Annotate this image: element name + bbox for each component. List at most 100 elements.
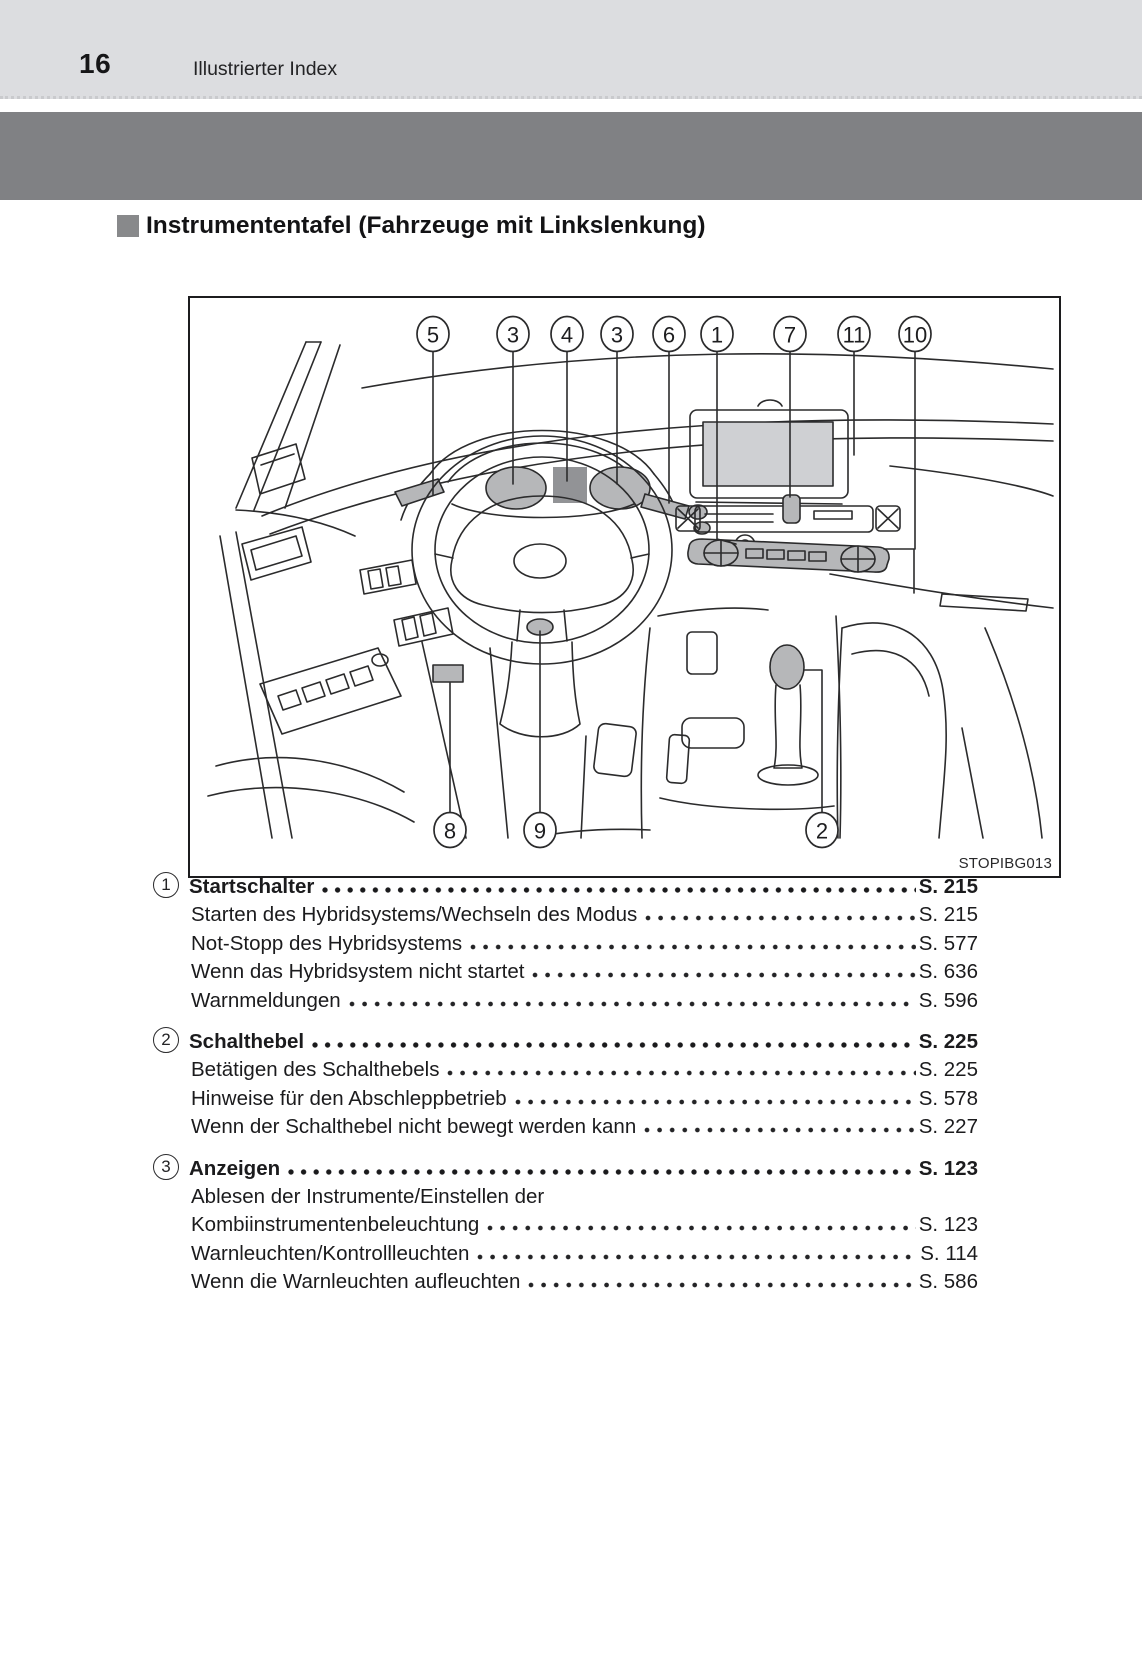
dot-leader <box>528 1282 916 1289</box>
index-row-label: Kombiinstrumentenbeleuchtung <box>191 1213 480 1237</box>
index-row-page: S. 123 <box>918 1156 978 1180</box>
steering-column <box>421 641 587 839</box>
callouts-layer: 5 3 4 3 6 1 7 11 10 8 9 2 <box>416 315 932 849</box>
steering-wheel <box>411 435 673 665</box>
index-row-page: S. 215 <box>918 875 978 898</box>
index-row-page: S. 577 <box>918 931 978 955</box>
index-row-main: 1 Startschalter S. 215 <box>148 872 978 901</box>
svg-text:4: 4 <box>561 323 573 348</box>
page-header: 16 Illustrierter Index <box>0 0 1142 99</box>
index-row-sub: Ablesen der Instrumente/Einstellen der <box>148 1183 978 1211</box>
svg-text:9: 9 <box>534 819 546 844</box>
index-row-title: Startschalter <box>189 875 315 898</box>
dot-leader <box>288 1168 916 1175</box>
index-row-page: S. 636 <box>918 960 978 984</box>
dashboard-line-art: 5 3 4 3 6 1 7 11 10 8 9 2 <box>207 315 1054 849</box>
chapter-banner <box>0 112 1142 200</box>
callout-2: 2 <box>803 669 839 849</box>
control-stalks <box>394 478 711 535</box>
shift-knob <box>769 644 805 690</box>
svg-text:7: 7 <box>784 323 796 348</box>
dot-leader <box>645 915 916 922</box>
svg-text:1: 1 <box>711 323 723 348</box>
index-row-label: Wenn das Hybridsystem nicht startet <box>191 960 525 984</box>
window-switches <box>259 647 402 735</box>
index-row-label: Ablesen der Instrumente/Einstellen der <box>191 1185 545 1209</box>
passenger-seat <box>836 622 1043 839</box>
index-row-label: Betätigen des Schalthebels <box>191 1058 440 1082</box>
index-row-number: 1 <box>153 872 179 899</box>
dot-leader <box>487 1225 916 1232</box>
air-vents <box>675 494 901 533</box>
climate-control-panel <box>687 538 915 594</box>
index-row-label: Warnmeldungen <box>191 988 341 1012</box>
index-row-page: S. 596 <box>918 988 978 1012</box>
index-row-title: Anzeigen <box>189 1156 281 1180</box>
dot-leader <box>514 1098 916 1105</box>
callout-5: 5 <box>416 315 450 496</box>
svg-text:11: 11 <box>843 323 866 348</box>
glovebox <box>939 593 1029 612</box>
svg-text:10: 10 <box>903 323 927 348</box>
dot-leader <box>322 887 916 893</box>
callout-3: 3 <box>600 315 634 485</box>
index-row-label: Hinweise für den Abschleppbetrieb <box>191 1086 507 1110</box>
callout-11: 11 <box>837 315 871 456</box>
bonnet-release-switch <box>432 664 464 683</box>
callout-10-bracket <box>883 548 915 594</box>
page-number: 16 <box>79 48 112 79</box>
callout-1: 1 <box>700 315 737 545</box>
callout-leader-line <box>803 669 823 814</box>
index-row-page: S. 586 <box>918 1270 978 1294</box>
index-row-page: S. 225 <box>918 1058 978 1082</box>
svg-text:3: 3 <box>611 323 623 348</box>
dot-leader <box>447 1070 916 1077</box>
index-row-label: Not-Stopp des Hybridsystems <box>191 931 463 955</box>
dot-leader <box>348 1000 916 1007</box>
instrument-panel-diagram: 5 3 4 3 6 1 7 11 10 8 9 2 STOPIBG013 <box>188 296 1061 878</box>
callout-7: 7 <box>773 315 807 498</box>
index-row-page: S. 227 <box>918 1115 978 1139</box>
door-panel <box>207 341 415 839</box>
index-row-sub: Warnmeldungen S. 596 <box>148 987 978 1015</box>
index-row-title: Schalthebel <box>189 1030 305 1054</box>
svg-text:2: 2 <box>816 819 828 844</box>
dot-leader <box>470 943 916 950</box>
index-row-sub: Hinweise für den Abschleppbetrieb S. 578 <box>148 1085 978 1113</box>
index-row-page: S. 225 <box>918 1030 978 1054</box>
callout-4: 4 <box>550 315 584 482</box>
index-row-number: 3 <box>153 1153 179 1180</box>
callout-3: 3 <box>496 315 530 485</box>
dot-leader <box>532 972 916 979</box>
index-row-page: S. 578 <box>918 1086 978 1110</box>
touchscreen-display <box>689 399 849 505</box>
hazard-switch <box>782 494 801 524</box>
index-row-main: 3 Anzeigen S. 123 <box>148 1153 978 1183</box>
index-row-sub: Wenn die Warnleuchten aufleuchten S. 586 <box>148 1268 978 1296</box>
svg-text:6: 6 <box>663 323 675 348</box>
index-row-number: 2 <box>153 1027 179 1054</box>
svg-text:3: 3 <box>507 323 519 348</box>
index-row-page: S. 123 <box>918 1213 978 1237</box>
callout-8: 8 <box>433 682 467 849</box>
callout-9: 9 <box>523 630 557 849</box>
index-row-sub: Starten des Hybridsystems/Wechseln des M… <box>148 901 978 929</box>
section-heading: Instrumententafel (Fahrzeuge mit Linksle… <box>117 211 705 241</box>
callout-leader-line <box>716 350 737 545</box>
index-row-label: Wenn die Warnleuchten aufleuchten <box>191 1270 521 1294</box>
section-bullet-icon <box>117 215 139 237</box>
index-row-sub: Warnleuchten/Kontrollleuchten S. 114 <box>148 1240 978 1268</box>
callout-10: 10 <box>898 315 932 550</box>
index-row-page: S. 114 <box>920 1241 978 1265</box>
figure-code: STOPIBG013 <box>958 855 1052 872</box>
index-row-main: 2 Schalthebel S. 225 <box>148 1027 978 1056</box>
index-row-sub: Wenn das Hybridsystem nicht startet S. 63… <box>148 958 978 986</box>
index-row-label: Warnleuchten/Kontrollleuchten <box>191 1241 470 1265</box>
index-row-page: S. 215 <box>918 903 978 927</box>
index-row-label: Starten des Hybridsystems/Wechseln des M… <box>191 903 638 927</box>
header-chapter-title: Illustrierter Index <box>193 58 338 80</box>
